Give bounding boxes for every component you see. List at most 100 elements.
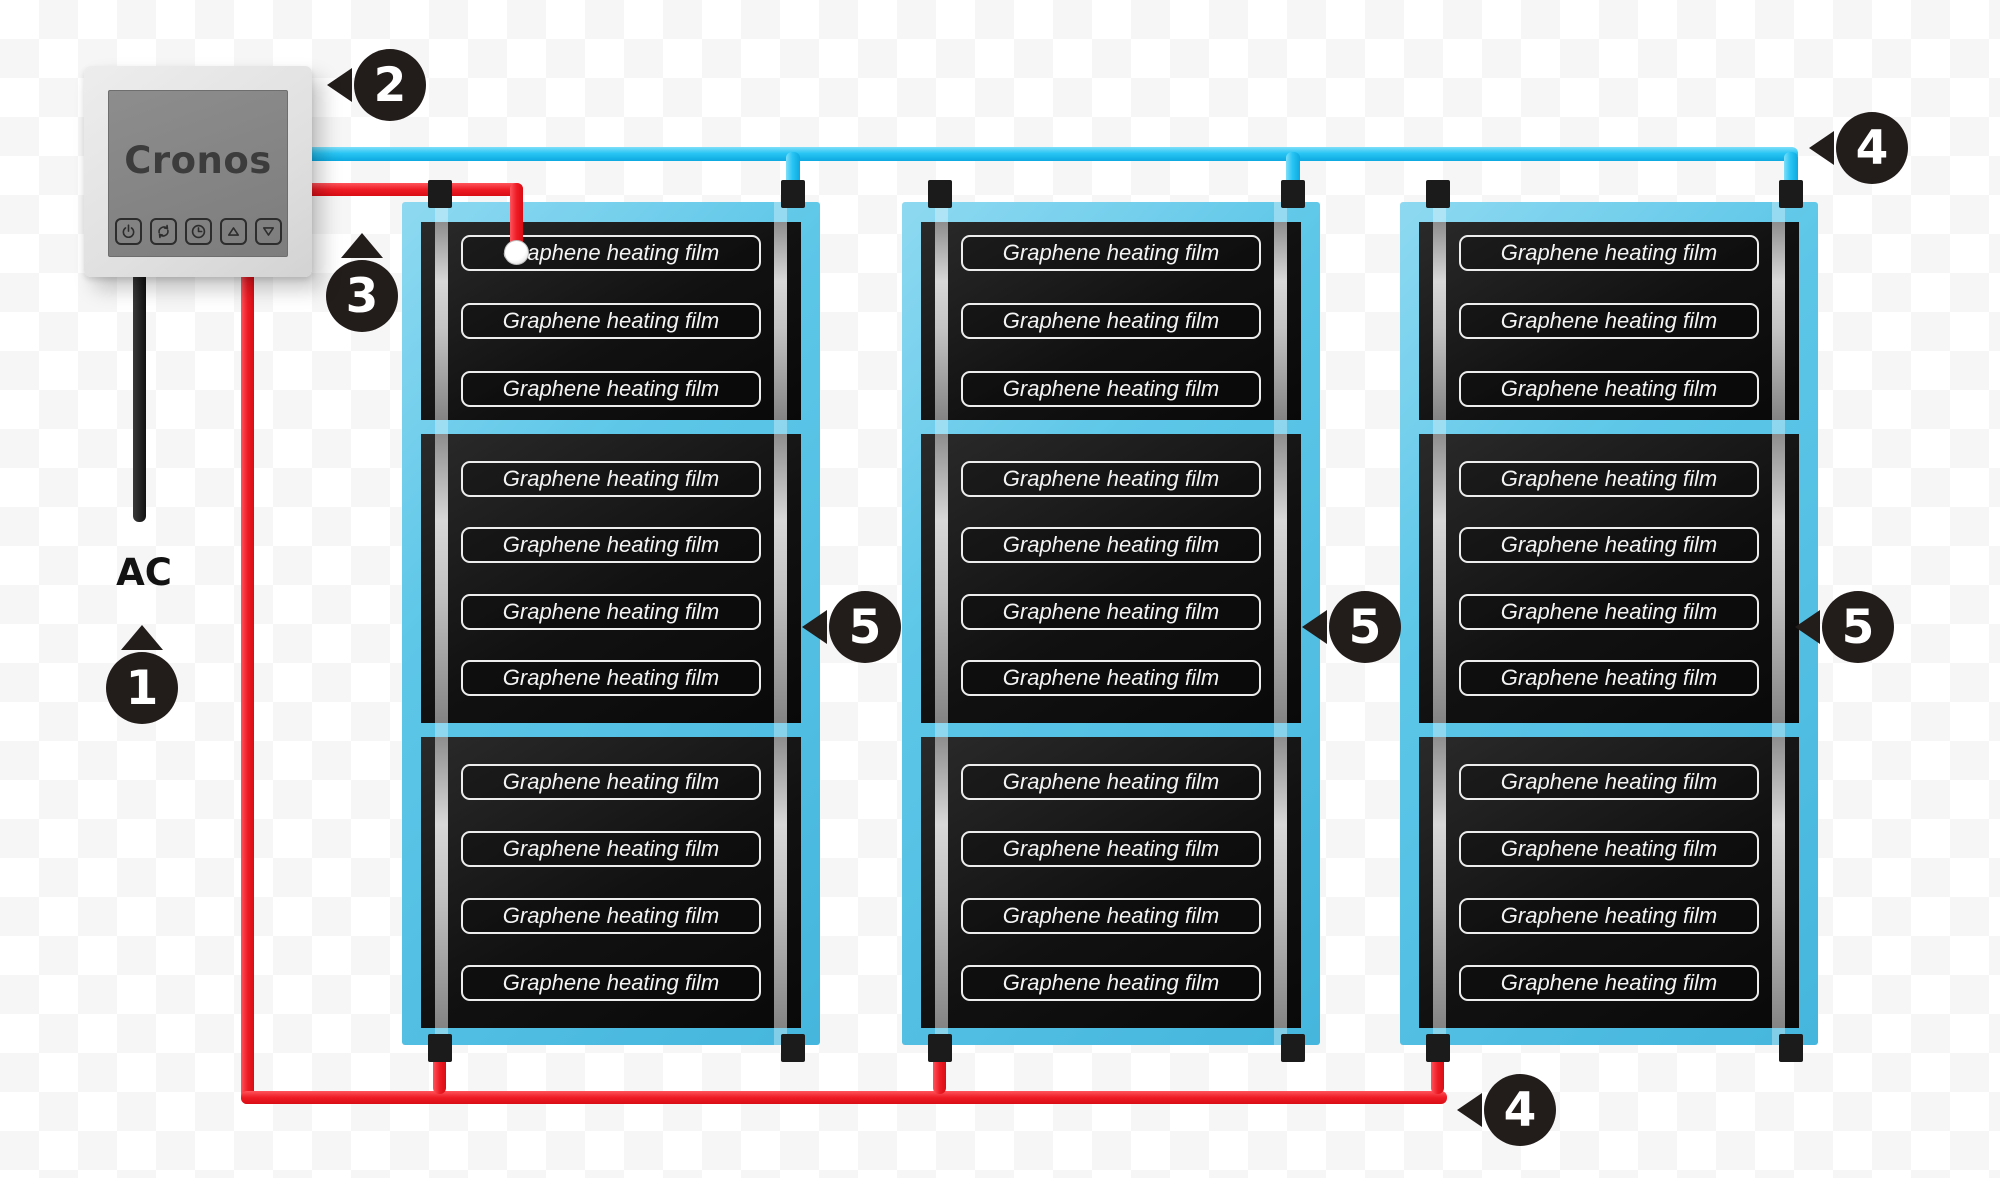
- thermostat: Cronos: [84, 66, 312, 277]
- film-strip-label: Graphene heating film: [1459, 371, 1759, 407]
- terminal-connector: [781, 1034, 805, 1062]
- film-strip-label: Graphene heating film: [961, 461, 1261, 497]
- arrow-up-icon: [341, 233, 383, 258]
- film-strip-label: Graphene heating film: [461, 831, 761, 867]
- power-button[interactable]: [114, 218, 142, 245]
- marker-2-thermostat: 2: [327, 49, 426, 121]
- film-strip-label: Graphene heating film: [461, 898, 761, 934]
- terminal-connector: [928, 180, 952, 208]
- film-strip-label: Graphene heating film: [461, 461, 761, 497]
- arrow-left-icon: [1809, 131, 1834, 165]
- film-strip-label: Graphene heating film: [461, 965, 761, 1001]
- copper-bus-stripe: [774, 222, 787, 420]
- film-strip-label: Graphene heating film: [961, 371, 1261, 407]
- film-strip-label: Graphene heating film: [461, 659, 761, 696]
- film-strip-label: Graphene heating film: [461, 303, 761, 339]
- terminal-connector: [1426, 180, 1450, 208]
- marker-5-heating-film-1: 5: [802, 591, 901, 663]
- film-strip-label: Graphene heating film: [961, 527, 1261, 564]
- live-wire-drop-panel2: [933, 1052, 946, 1094]
- film-strip-label: Graphene heating film: [461, 593, 761, 630]
- ac-power-label: AC: [116, 551, 172, 594]
- marker-5-heating-film-2: 5: [1302, 591, 1401, 663]
- terminal-connector: [1779, 180, 1803, 208]
- terminal-connector: [1426, 1034, 1450, 1062]
- copper-bus-stripe: [1772, 737, 1785, 1028]
- copper-bus-stripe: [1274, 222, 1287, 420]
- film-strip-label: Graphene heating film: [961, 235, 1261, 271]
- terminal-connector: [928, 1034, 952, 1062]
- timer-button[interactable]: [184, 218, 212, 245]
- live-wire-bottom-bus: [241, 1091, 1447, 1104]
- temp-down-button[interactable]: [254, 218, 282, 245]
- copper-bus-stripe: [935, 737, 948, 1028]
- terminal-connector: [1281, 180, 1305, 208]
- arrow-down-icon: [262, 227, 274, 236]
- floor-sensor-probe: [504, 240, 529, 265]
- cold-wire-top-bus: [304, 147, 1798, 161]
- copper-bus-stripe: [1433, 222, 1446, 420]
- copper-bus-stripe: [1433, 737, 1446, 1028]
- copper-bus-stripe: [1433, 434, 1446, 723]
- arrow-up-icon: [227, 227, 239, 236]
- copper-bus-stripe: [774, 434, 787, 723]
- film-strip-label: Graphene heating film: [1459, 461, 1759, 497]
- marker-3-floor-sensor: 3: [326, 233, 398, 332]
- terminal-connector: [428, 1034, 452, 1062]
- film-strip-label: Graphene heating film: [1459, 898, 1759, 934]
- film-strip-label: Graphene heating film: [961, 965, 1261, 1001]
- marker-number: 4: [1836, 112, 1908, 184]
- copper-bus-stripe: [435, 737, 448, 1028]
- film-strip-label: Graphene heating film: [961, 898, 1261, 934]
- ac-power-wire: [133, 272, 146, 522]
- temp-up-button[interactable]: [219, 218, 247, 245]
- marker-4-bottom-wire: 4: [1457, 1074, 1556, 1146]
- terminal-connector: [1281, 1034, 1305, 1062]
- arrow-left-icon: [802, 610, 827, 644]
- sensor-wire-vertical: [510, 183, 523, 249]
- thermostat-brand: Cronos: [124, 139, 272, 182]
- arrow-up-icon: [121, 625, 163, 650]
- film-strip-label: Graphene heating film: [1459, 527, 1759, 564]
- copper-bus-stripe: [1772, 222, 1785, 420]
- film-strip-label: Graphene heating film: [961, 659, 1261, 696]
- arrow-left-icon: [1302, 610, 1327, 644]
- terminal-connector: [781, 180, 805, 208]
- marker-number: 4: [1484, 1074, 1556, 1146]
- copper-bus-stripe: [435, 222, 448, 420]
- marker-number: 5: [1329, 591, 1401, 663]
- film-strip-label: Graphene heating film: [1459, 764, 1759, 800]
- marker-number: 2: [354, 49, 426, 121]
- mode-button[interactable]: [149, 218, 177, 245]
- film-strip-label: Graphene heating film: [1459, 965, 1759, 1001]
- film-strip-label: Graphene heating film: [1459, 303, 1759, 339]
- copper-bus-stripe: [1274, 737, 1287, 1028]
- film-strip-label: Graphene heating film: [961, 831, 1261, 867]
- arrow-left-icon: [1795, 610, 1820, 644]
- marker-4-top-wire: 4: [1809, 112, 1908, 184]
- film-strip-label: Graphene heating film: [1459, 593, 1759, 630]
- power-icon: [122, 224, 134, 239]
- sync-icon: [157, 224, 169, 239]
- copper-bus-stripe: [1274, 434, 1287, 723]
- film-strip-label: Graphene heating film: [961, 593, 1261, 630]
- film-strip-label: Graphene heating film: [461, 371, 761, 407]
- film-strip-label: Graphene heating film: [1459, 831, 1759, 867]
- marker-number: 1: [106, 652, 178, 724]
- film-strip-label: Graphene heating film: [1459, 235, 1759, 271]
- terminal-connector: [1779, 1034, 1803, 1062]
- live-wire-left-drop: [241, 272, 254, 1104]
- clock-icon: [191, 224, 205, 239]
- marker-1-power-supply: 1: [106, 625, 178, 724]
- marker-number: 3: [326, 260, 398, 332]
- arrow-left-icon: [327, 68, 352, 102]
- copper-bus-stripe: [935, 434, 948, 723]
